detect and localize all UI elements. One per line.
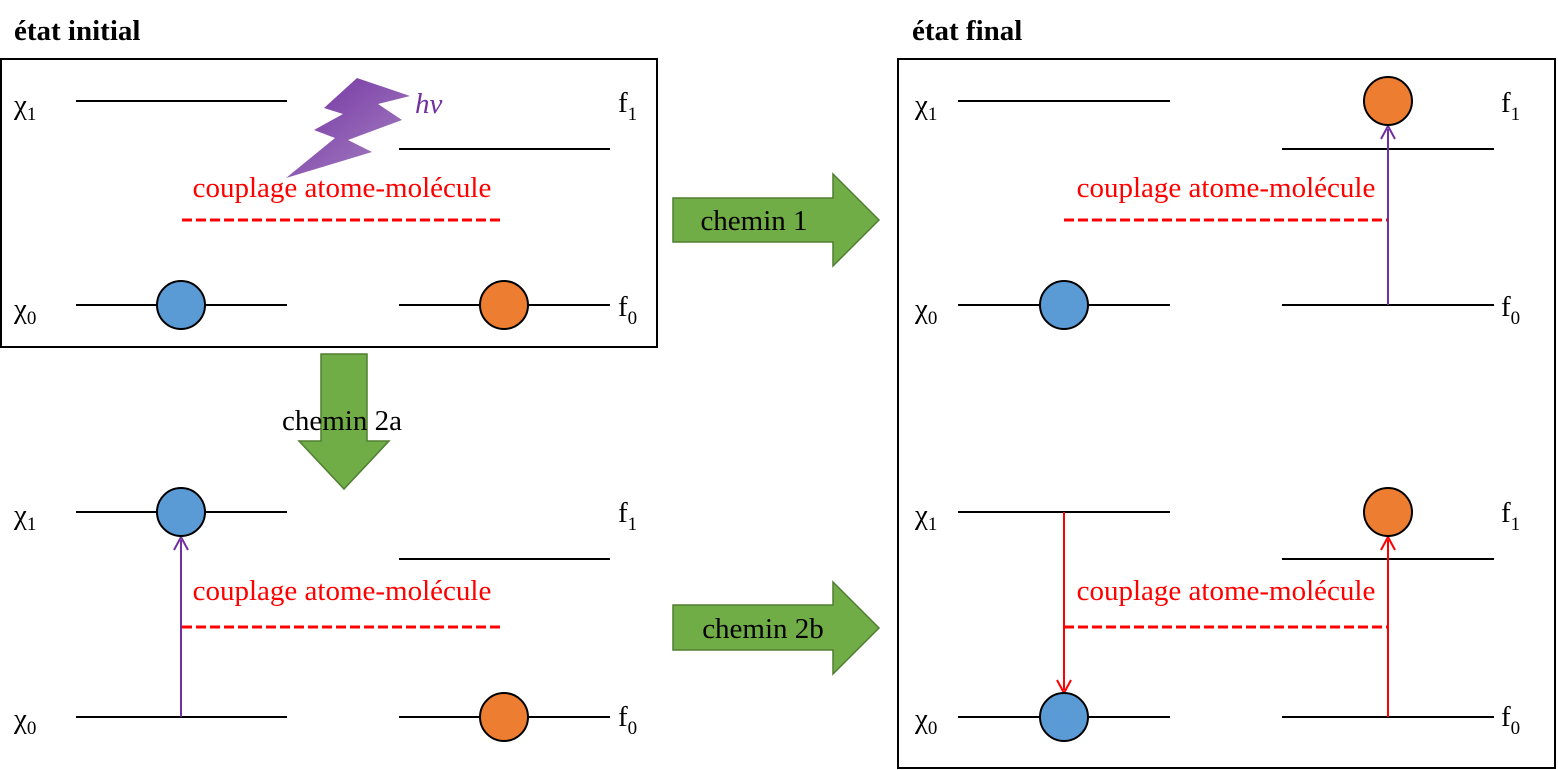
f0-label: f0 xyxy=(1501,701,1520,739)
initial-state-heading: état initial xyxy=(14,15,140,47)
chi1-label: χ1 xyxy=(914,499,937,535)
chi0-label: χ0 xyxy=(13,703,36,739)
f1-label: f1 xyxy=(618,87,637,125)
coupling-label: couplage atome-molécule xyxy=(193,172,492,204)
path2a-label: chemin 2a xyxy=(282,405,402,437)
molecule-particle xyxy=(1363,487,1413,537)
chi1-label: χ1 xyxy=(13,89,36,125)
path2b-arrow: chemin 2b xyxy=(672,580,881,676)
coupling-label: couplage atome-molécule xyxy=(193,575,492,607)
coupling-label: couplage atome-molécule xyxy=(1077,575,1376,607)
f0-label: f0 xyxy=(618,291,637,329)
f0-label: f0 xyxy=(1501,291,1520,329)
molecule-particle xyxy=(479,280,529,330)
molecule-excitation-arrow xyxy=(1380,534,1396,717)
f1-label: f1 xyxy=(618,497,637,535)
panel-initial: χ1 χ0 f1 f0 couplage atome-molécule hv xyxy=(13,78,637,330)
panel-intermediate: χ1 χ0 f1 f0 couplage atome-molécule xyxy=(13,487,637,742)
molecule-particle xyxy=(1363,76,1413,126)
f0-label: f0 xyxy=(618,701,637,739)
final-state-frame xyxy=(897,58,1556,769)
atom-particle xyxy=(156,487,206,537)
chi1-label: χ1 xyxy=(13,499,36,535)
final-state-heading: état final xyxy=(912,15,1022,47)
coupling-label: couplage atome-molécule xyxy=(1077,172,1376,204)
photon-bolt-icon xyxy=(286,78,410,178)
chi0-label: χ0 xyxy=(914,703,937,739)
molecule-particle xyxy=(479,692,529,742)
chi0-label: χ0 xyxy=(914,293,937,329)
photon-label: hv xyxy=(415,88,443,120)
chi0-label: χ0 xyxy=(13,293,36,329)
molecule-excitation-arrow xyxy=(1380,123,1396,305)
path1-label: chemin 1 xyxy=(700,205,807,237)
atom-particle xyxy=(156,280,206,330)
panel-final-path2b: χ1 χ0 f1 f0 couplage atome-molécule xyxy=(914,487,1520,742)
f1-label: f1 xyxy=(1501,87,1520,125)
panel-final-path1: χ1 χ0 f1 f0 couplage atome-molécule xyxy=(914,76,1520,330)
path2a-arrow: chemin 2a xyxy=(282,353,402,491)
atom-particle xyxy=(1039,280,1089,330)
path1-arrow: chemin 1 xyxy=(672,172,881,268)
path2b-label: chemin 2b xyxy=(702,613,824,645)
chi1-label: χ1 xyxy=(914,89,937,125)
f1-label: f1 xyxy=(1501,497,1520,535)
atom-deexcitation-arrow xyxy=(1056,512,1072,696)
initial-state-frame xyxy=(0,58,658,348)
atom-particle xyxy=(1039,692,1089,742)
